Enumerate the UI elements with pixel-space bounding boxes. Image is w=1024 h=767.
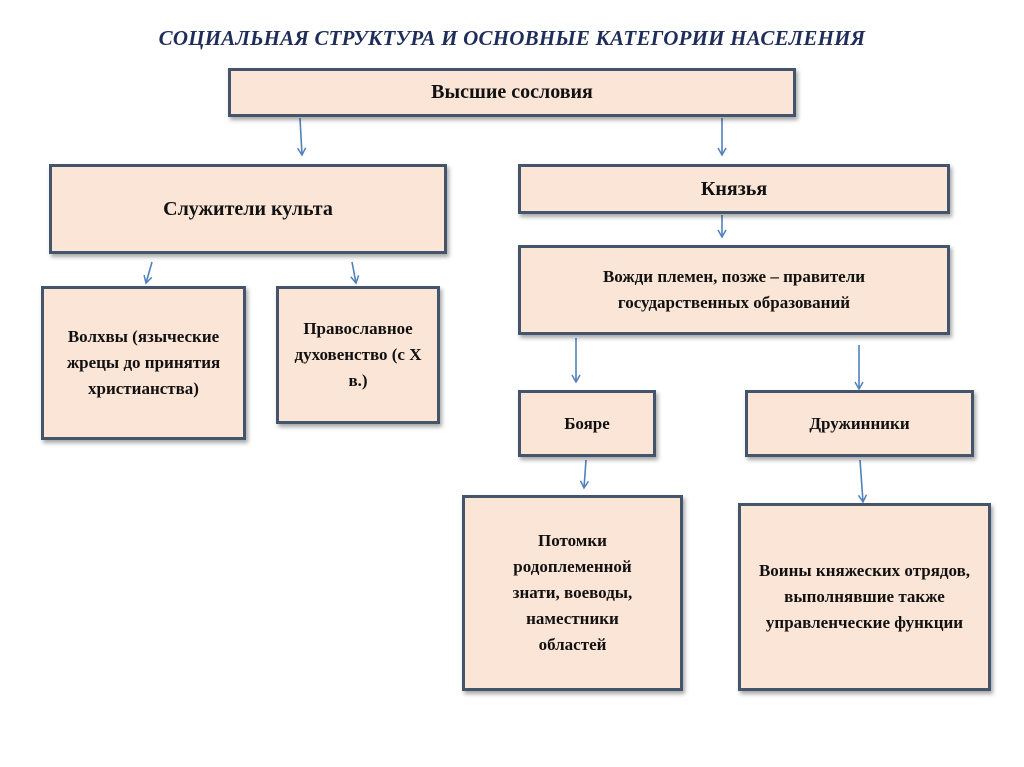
arrow-higher-to-clergy xyxy=(296,117,307,157)
node-princes: Князья xyxy=(518,164,950,214)
node-higher-estates: Высшие сословия xyxy=(228,68,796,117)
arrow-boyars-to-desc xyxy=(579,459,590,490)
page-title: СОЦИАЛЬНАЯ СТРУКТУРА И ОСНОВНЫЕ КАТЕГОРИ… xyxy=(158,26,866,50)
node-orthodox-clergy: Православное духовенство (с X в.) xyxy=(276,286,440,424)
node-boyars: Бояре xyxy=(518,390,656,457)
node-retinue-desc: Воины княжеских отрядов, выполнявшие так… xyxy=(738,503,991,691)
node-tribal-leaders: Вожди племен, позже – правители государс… xyxy=(518,245,950,335)
node-clergy: Служители культа xyxy=(49,164,447,254)
arrow-retinue-to-desc xyxy=(857,459,868,504)
node-retinue: Дружинники xyxy=(745,390,974,457)
node-boyars-desc: Потомки родоплеменной знати, воеводы, на… xyxy=(462,495,683,691)
arrow-clergy-to-orthodox xyxy=(350,261,360,285)
arrow-clergy-to-magi xyxy=(143,261,153,285)
node-magi: Волхвы (языческие жрецы до принятия хрис… xyxy=(41,286,246,440)
